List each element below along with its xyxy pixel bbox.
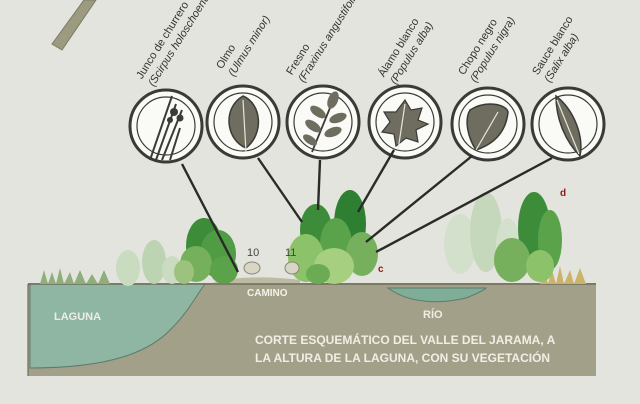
caption-line-1: CORTE ESQUEMÁTICO DEL VALLE DEL JARAMA, … [255,332,556,347]
pointer-lines [180,149,553,273]
pointer-white-poplar [356,149,396,213]
stone-marker-11 [284,261,300,275]
black-poplar-leaf-icon [450,86,526,162]
white-poplar-leaf-icon [367,84,443,160]
species-latin-name: (Fraxinus angustifolia) [296,0,364,85]
lagoon-water [29,283,206,369]
species-label-rush: Junco de churrero (Scirpus holoschoenus) [134,0,217,89]
elm-leaf-icon [205,84,281,160]
stone-marker-10 [243,261,261,275]
lagoon-label: LAGUNA [54,311,101,323]
pointer-ash [316,159,322,211]
pointer-rush [180,163,240,273]
willow-leaf-icon [530,86,606,162]
rush-icon [128,88,204,164]
pointer-willow [375,156,553,254]
left-tree-group [174,218,238,284]
species-label-white-poplar: Álamo blanco (Populus alba) [375,16,436,87]
species-label-black-poplar: Chopo negro (Populus nigra) [456,15,518,85]
river-label: RÍO [423,308,443,321]
marker-10-label: 10 [247,247,259,259]
pointer-black-poplar [365,155,473,243]
center-tree-group [288,190,378,284]
ash-leaf-icon [285,84,361,160]
caption-line-2: LA ALTURA DE LA LAGUNA, CON SU VEGETACIÓ… [255,350,550,365]
marker-11-label: 11 [285,247,296,259]
species-label-ash: Fresno (Fraxinus angustifolia) [284,0,364,85]
river-water [386,287,488,303]
grass-fringe [40,266,586,284]
marker-c-label: c [378,264,384,275]
species-label-elm: Olmo (Ulmus minor) [214,13,273,78]
pointer-elm [257,157,303,223]
stick-decoration [51,0,97,51]
road-label: CAMINO [247,288,288,299]
species-label-willow: Sauce blanco (Salix alba) [530,14,581,84]
marker-d-label: d [560,188,566,199]
right-tree-group [494,192,562,282]
